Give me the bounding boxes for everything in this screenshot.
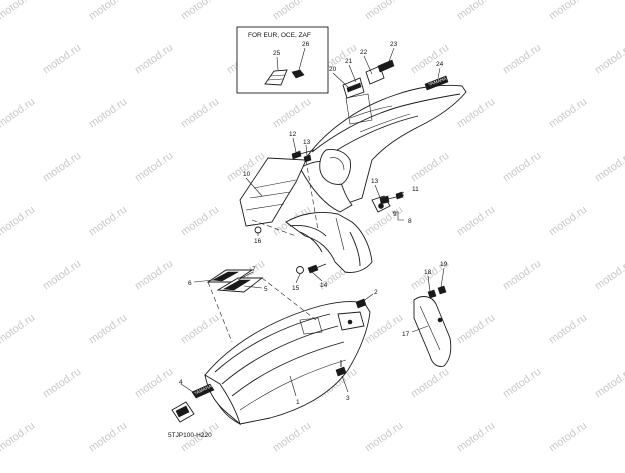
callout-15: 15: [292, 285, 300, 292]
watermark-text: motod.ru: [41, 150, 83, 185]
callout-24: 24: [436, 61, 444, 68]
watermark-text: motod.ru: [41, 366, 83, 401]
callout-2: 2: [374, 289, 378, 296]
watermark-text: motod.ru: [41, 258, 83, 293]
callout-17: 17: [402, 331, 410, 338]
callout-8: 8: [408, 218, 412, 225]
watermark-text: motod.ru: [501, 366, 543, 401]
callout-7: 7: [252, 266, 256, 273]
callout-21: 21: [345, 58, 353, 65]
watermark-text: motod.ru: [409, 42, 451, 77]
callout-13: 13: [303, 139, 311, 146]
watermark-text: motod.ru: [179, 204, 221, 239]
callout-numbers: 1 2 3 4 5 6 7 8 9 10 11 12 13 13 14 15 1…: [179, 41, 448, 406]
callout-1: 1: [296, 399, 300, 406]
watermark-text: motod.ru: [501, 42, 543, 77]
watermark-text: motod.ru: [0, 204, 37, 239]
watermark-text: motod.ru: [593, 42, 625, 77]
callout-20: 20: [329, 66, 337, 73]
watermark-text: motod.ru: [593, 366, 625, 401]
callout-11: 11: [412, 186, 419, 193]
watermark-text: motod.ru: [455, 0, 497, 22]
watermark-text: motod.ru: [455, 204, 497, 239]
callout-3: 3: [346, 395, 350, 402]
figure-code: 5TJP100-H220: [168, 432, 212, 439]
watermark-text: motod.ru: [87, 204, 129, 239]
hardware: [171, 149, 447, 423]
watermark-text: motod.ru: [0, 96, 37, 131]
callout-25: 25: [273, 50, 281, 57]
watermark-text: motod.ru: [133, 366, 175, 401]
watermark-text: motod.ru: [87, 96, 129, 131]
watermark-text: motod.ru: [271, 420, 313, 455]
watermark-text: motod.ru: [363, 0, 405, 22]
leader-lines: [180, 47, 445, 397]
watermark-text: motod.ru: [41, 42, 83, 77]
watermark-text: motod.ru: [547, 420, 589, 455]
side-cover: [239, 157, 307, 227]
watermark-text: motod.ru: [0, 0, 37, 22]
watermark-text: motod.ru: [133, 258, 175, 293]
watermark-text: motod.ru: [179, 312, 221, 347]
watermark-text: motod.ru: [271, 96, 313, 131]
watermark-text: motod.ru: [593, 150, 625, 185]
inset-box: FOR EUR, OCE, ZAF: [236, 26, 329, 94]
watermark-text: motod.ru: [87, 312, 129, 347]
fork-guard: [413, 296, 452, 367]
watermark-text: motod.ru: [501, 150, 543, 185]
callout-12: 12: [289, 131, 297, 138]
callout-10: 10: [243, 171, 251, 178]
watermark-text: motod.ru: [133, 150, 175, 185]
watermark-text: motod.ru: [363, 420, 405, 455]
watermark-text: motod.ru: [0, 420, 37, 455]
callout-4: 4: [179, 379, 183, 386]
watermark-text: motod.ru: [501, 258, 543, 293]
callout-23: 23: [390, 41, 398, 48]
watermark-text: motod.ru: [87, 0, 129, 22]
rear-brand-decal-text: YAMAHA: [428, 76, 447, 87]
watermark-text: motod.ru: [547, 204, 589, 239]
watermark-text: motod.ru: [547, 312, 589, 347]
callout-9: 9: [393, 211, 397, 218]
watermark-text: motod.ru: [0, 312, 37, 347]
callout-13-right: 13: [371, 178, 379, 185]
watermark-text: motod.ru: [271, 0, 313, 22]
watermark-text: motod.ru: [87, 420, 129, 455]
callout-18: 18: [424, 269, 432, 276]
watermark-text: motod.ru: [455, 96, 497, 131]
callout-22: 22: [360, 49, 368, 56]
callout-5: 5: [264, 286, 268, 293]
inset-label: FOR EUR, OCE, ZAF: [248, 32, 311, 39]
watermark-text: motod.ru: [179, 96, 221, 131]
rear-fender: YAMAHA: [285, 59, 467, 273]
watermark-text: motod.ru: [179, 0, 221, 22]
watermark-text: motod.ru: [409, 366, 451, 401]
callout-14: 14: [320, 282, 328, 289]
watermark-text: motod.ru: [133, 42, 175, 77]
callout-19: 19: [440, 261, 448, 268]
watermark-text: motod.ru: [593, 258, 625, 293]
watermark-text: motod.ru: [547, 0, 589, 22]
callout-16: 16: [254, 238, 262, 245]
callout-26: 26: [302, 41, 310, 48]
watermark-text: motod.ru: [455, 312, 497, 347]
front-fender: YAMAHA: [191, 301, 371, 426]
watermark-text: motod.ru: [455, 420, 497, 455]
watermark-text: motod.ru: [409, 150, 451, 185]
callout-6: 6: [188, 280, 192, 287]
watermark-text: motod.ru: [547, 96, 589, 131]
